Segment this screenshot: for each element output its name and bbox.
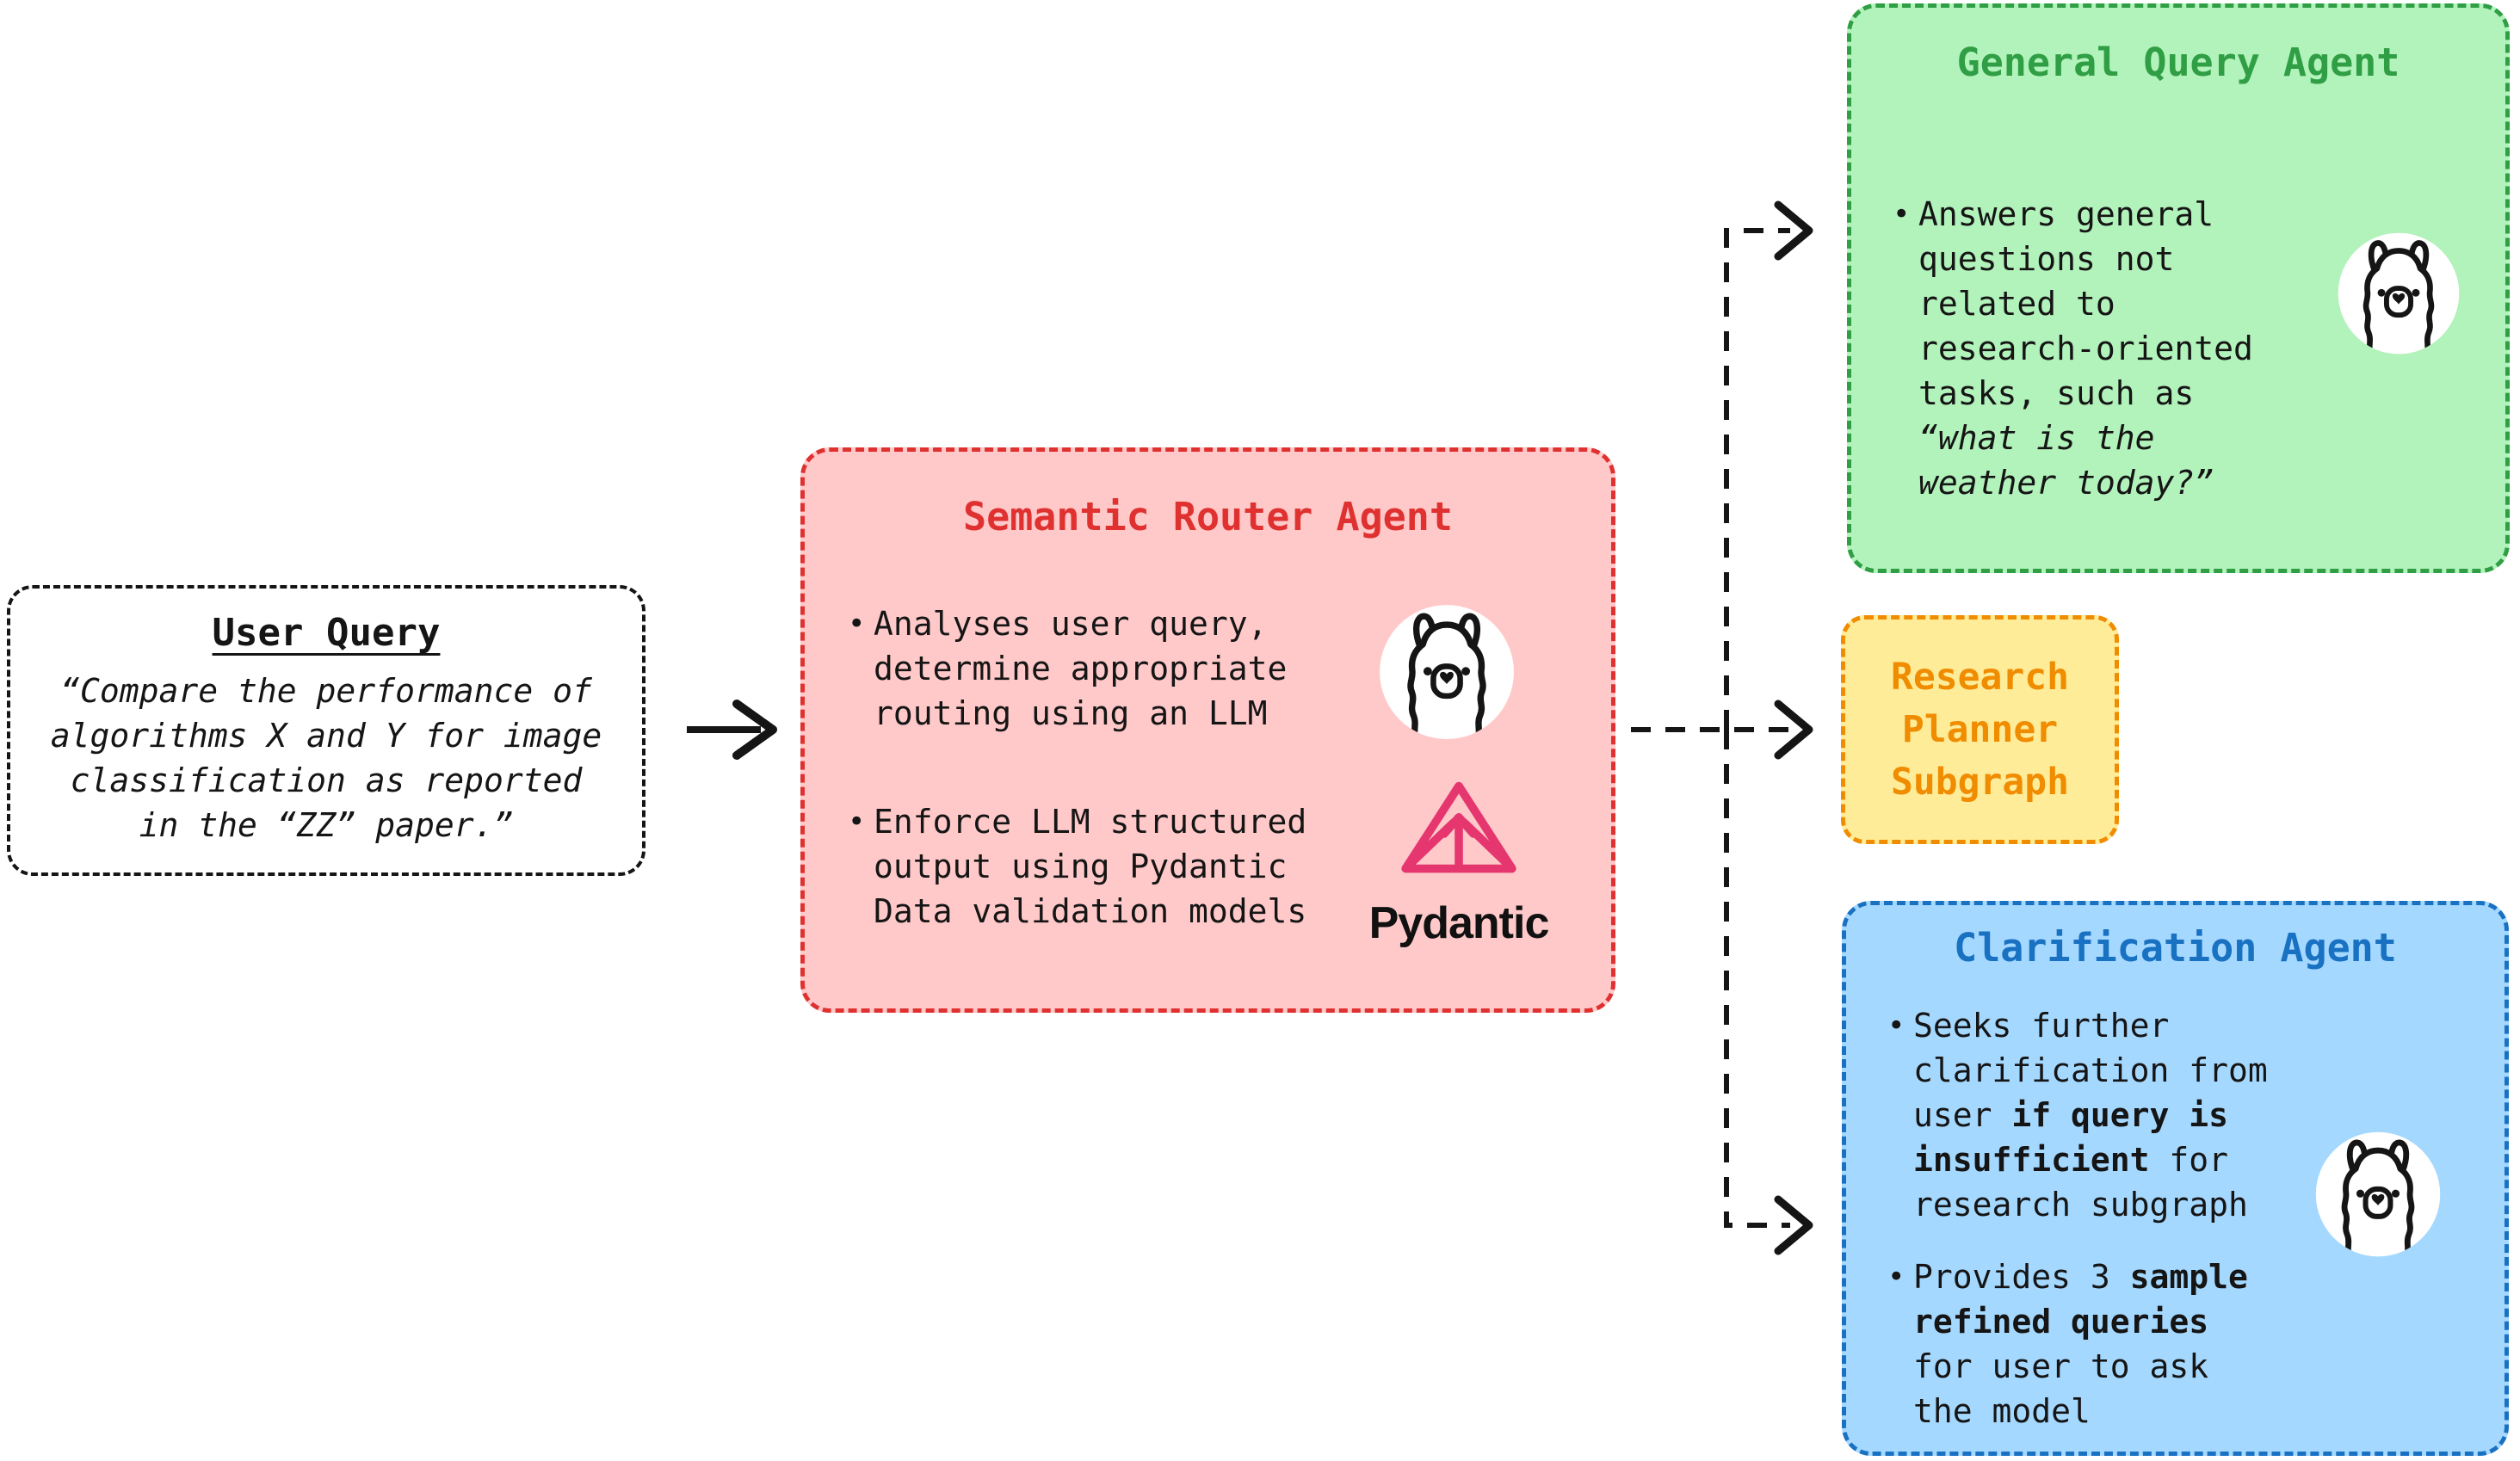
router-bullet-analyse-text: Analyses user query,determine appropriat… (874, 605, 1288, 732)
router-bullet-analyse: • Analyses user query,determine appropri… (848, 601, 1287, 736)
general-query-agent-title: General Query Agent (1956, 40, 2400, 85)
llama-icon (2335, 230, 2462, 357)
semantic-router-agent-title: Semantic Router Agent (963, 494, 1453, 539)
llama-icon (1376, 601, 1517, 743)
bullet-glyph: • (848, 607, 866, 641)
user-query-title: User Query (212, 611, 441, 655)
pydantic-logo-icon (1394, 779, 1523, 889)
dashed-line-top (1724, 228, 1790, 730)
bullet-glyph: • (1887, 1008, 1905, 1043)
dashed-arrow-head-middle (1774, 700, 1813, 760)
solid-arrow-head (732, 700, 777, 760)
pydantic-wordmark: Pydantic (1368, 898, 1550, 948)
dashed-line-bottom (1724, 730, 1790, 1228)
llama-icon (2313, 1129, 2443, 1260)
dashed-arrow-head-top (1774, 200, 1813, 261)
dashed-arrow-head-bottom (1774, 1195, 1813, 1255)
bullet-glyph: • (1893, 197, 1911, 231)
pydantic-logo: Pydantic (1356, 779, 1562, 947)
semantic-router-agent-box: Semantic Router Agent • Analyses user qu… (800, 447, 1615, 1013)
clarification-agent-title: Clarification Agent (1954, 925, 2397, 971)
bullet-glyph: • (848, 804, 866, 839)
bullet-glyph: • (1887, 1260, 1905, 1294)
